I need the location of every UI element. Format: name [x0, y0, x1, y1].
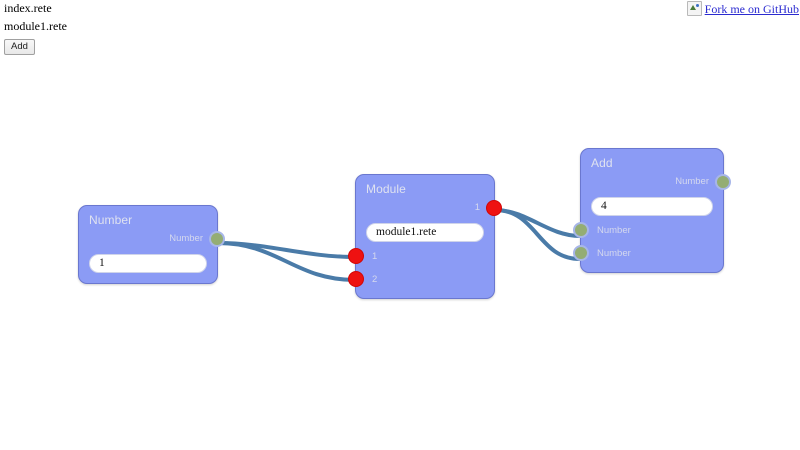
connection-module-to-add-2: [493, 208, 582, 261]
node-module-output-label: 1: [474, 202, 480, 213]
file-panel: index.rete module1.rete Add: [2, 0, 67, 55]
node-module-path-input[interactable]: [366, 222, 484, 242]
node-add-input-label-2: Number: [597, 247, 631, 259]
node-module-padding: [356, 291, 494, 298]
file-link-index[interactable]: index.rete: [4, 1, 52, 15]
node-module-input-label-1: 1: [372, 250, 378, 262]
node-number-output-row: Number: [79, 227, 225, 250]
fork-me-on-github-link[interactable]: Fork me on GitHub: [686, 1, 799, 16]
node-number-value-input[interactable]: [89, 253, 207, 273]
node-module-input-socket-2[interactable]: [348, 271, 364, 287]
connection-number-to-module-2: [216, 241, 357, 282]
add-button[interactable]: Add: [4, 39, 35, 55]
node-add-output-label: Number: [675, 176, 709, 187]
node-module[interactable]: Module 1 1 2: [348, 174, 502, 299]
node-number[interactable]: Number Number: [78, 205, 225, 284]
node-module-input-row-2: 2: [348, 268, 494, 291]
node-add-title: Add: [591, 156, 613, 170]
node-add-output-socket[interactable]: [715, 173, 731, 190]
node-add-control: [581, 193, 723, 219]
node-add-padding: [581, 265, 723, 272]
node-module-control: [356, 219, 494, 245]
node-add-value-input[interactable]: [591, 196, 713, 216]
fork-ribbon-alt-text: Fork me on GitHub: [704, 1, 799, 16]
node-number-control: [79, 250, 217, 276]
node-add-output-row: Number: [581, 170, 731, 193]
file-link-module1[interactable]: module1.rete: [4, 19, 67, 33]
node-add[interactable]: Add Number Number Number: [573, 148, 731, 273]
node-add-input-socket-2[interactable]: [573, 245, 589, 261]
node-add-input-row-2: Number: [573, 242, 723, 265]
connection-number-to-module-1: [216, 241, 357, 259]
node-number-output-socket[interactable]: [209, 230, 225, 247]
node-number-output-label: Number: [169, 233, 203, 244]
broken-image-icon: [686, 1, 702, 16]
node-add-input-label-1: Number: [597, 224, 631, 236]
node-module-output-row: 1: [356, 196, 502, 219]
connection-module-to-add-1: [493, 208, 582, 238]
node-module-output-socket[interactable]: [486, 199, 502, 216]
node-number-title: Number: [89, 213, 133, 227]
node-module-input-row-1: 1: [348, 245, 494, 268]
node-module-title: Module: [366, 182, 406, 196]
node-add-input-row-1: Number: [573, 219, 723, 242]
node-number-padding: [79, 276, 217, 283]
node-module-input-label-2: 2: [372, 273, 378, 285]
node-add-input-socket-1[interactable]: [573, 222, 589, 238]
node-module-input-socket-1[interactable]: [348, 248, 364, 264]
